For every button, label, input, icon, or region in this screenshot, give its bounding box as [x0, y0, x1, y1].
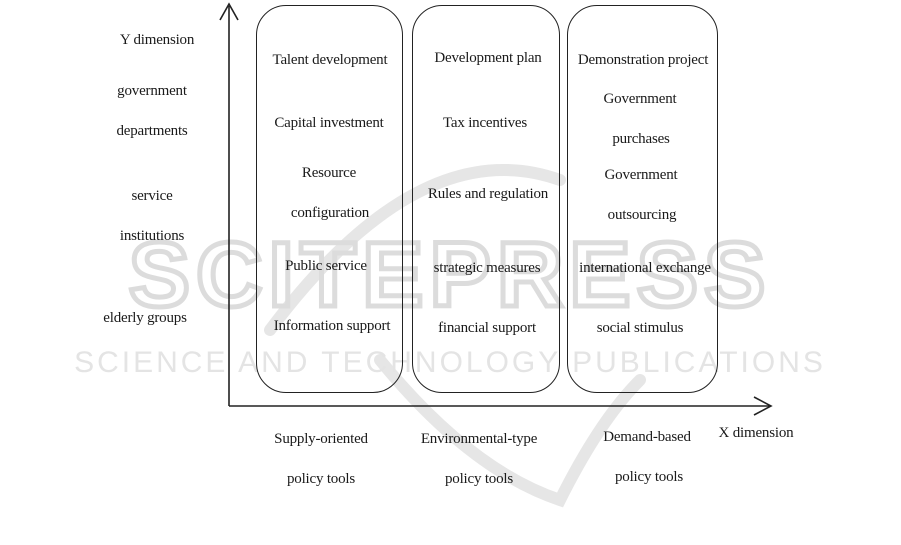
y-item-elderly-groups: elderly groups — [103, 310, 187, 326]
demand-based-label-line2: policy tools — [614, 469, 684, 485]
watermark-swoosh — [264, 164, 646, 508]
env-item-development-plan: Development plan — [434, 50, 542, 66]
demand-item-purchases: purchases — [612, 131, 670, 147]
env-item-financial-support: financial support — [438, 320, 536, 336]
demand-based-label: Demand-based — [603, 429, 691, 445]
supply-item-talent-development: Talent development — [272, 52, 388, 68]
demand-based-box — [567, 5, 718, 393]
y-axis-label: Y dimension — [119, 32, 195, 48]
supply-item-capital-investment: Capital investment — [274, 115, 384, 131]
env-item-rules-and-regulation: Rules and regulation — [427, 186, 549, 202]
demand-item-government-1: Government — [603, 91, 677, 107]
demand-item-international-exchange: international exchange — [579, 260, 711, 276]
supply-item-information-support: Information support — [273, 318, 391, 334]
env-item-tax-incentives: Tax incentives — [442, 115, 528, 131]
environmental-type-label-line2: policy tools — [444, 471, 514, 487]
x-axis-label: X dimension — [718, 425, 794, 441]
supply-item-resource: Resource — [301, 165, 357, 181]
y-item-institutions: institutions — [119, 228, 185, 244]
env-item-strategic-measures: strategic measures — [433, 260, 541, 276]
watermark-main: SCITEPRESS — [129, 224, 772, 326]
demand-item-social-stimulus: social stimulus — [596, 320, 684, 336]
supply-oriented-label: Supply-oriented — [274, 431, 368, 447]
supply-oriented-label-line2: policy tools — [286, 471, 356, 487]
demand-item-government-2: Government — [604, 167, 678, 183]
demand-item-outsourcing: outsourcing — [607, 207, 677, 223]
y-item-departments: departments — [116, 123, 188, 139]
environmental-type-label: Environmental-type — [420, 431, 538, 447]
supply-item-public-service: Public service — [285, 258, 367, 274]
supply-oriented-box — [256, 5, 403, 393]
supply-item-configuration: configuration — [290, 205, 370, 221]
x-axis-arrowhead — [753, 396, 773, 416]
demand-item-demonstration-project: Demonstration project — [577, 52, 709, 68]
environmental-type-box — [412, 5, 560, 393]
y-axis-arrowhead — [219, 2, 239, 21]
y-item-government: government — [117, 83, 187, 99]
y-item-service: service — [131, 188, 173, 204]
